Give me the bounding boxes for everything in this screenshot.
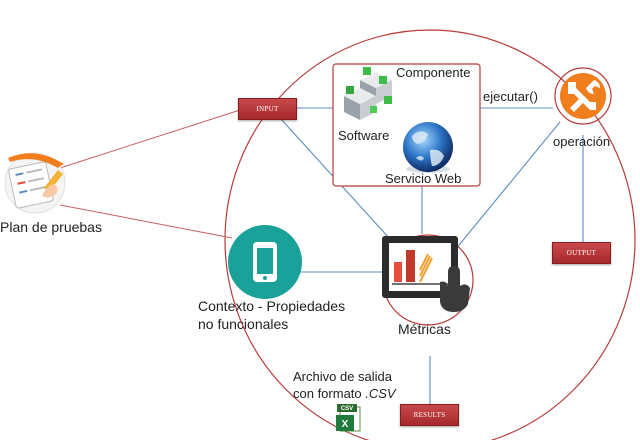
context-label-line2: no funcionales xyxy=(198,316,289,332)
output-file-prefix: con formato xyxy=(293,386,366,401)
component-box xyxy=(332,63,481,187)
chart-monitor-icon xyxy=(382,234,474,326)
execute-label: ejecutar() xyxy=(483,89,538,104)
metrics-label: Métricas xyxy=(398,321,451,337)
smartphone-icon xyxy=(228,225,302,299)
globe-icon xyxy=(403,122,453,173)
system-boundary-circle xyxy=(224,29,636,440)
operation-label: operación xyxy=(553,134,611,149)
cubes-icon xyxy=(344,67,392,120)
results-tag: RESULTS xyxy=(400,404,459,426)
output-tag: OUTPUT xyxy=(552,242,611,264)
plan-to-context-link xyxy=(59,204,233,239)
svg-text:X: X xyxy=(342,419,349,430)
wrench-icon xyxy=(554,67,612,125)
csv-file-icon: X CSV xyxy=(336,404,361,432)
software-label: Software xyxy=(338,128,390,143)
test-plan-label: Plan de pruebas xyxy=(0,219,102,235)
checklist-icon xyxy=(4,152,66,214)
web-service-label: Servicio Web xyxy=(385,171,462,186)
component-label: Componente xyxy=(396,65,471,80)
output-file-label-line1: Archivo de salida xyxy=(293,369,392,384)
context-label-line1: Contexto - Propiedades xyxy=(198,298,346,314)
output-file-label-line2: con formato .CSV xyxy=(293,386,396,402)
output-file-extension: .CSV xyxy=(365,386,396,401)
csv-badge-text: CSV xyxy=(341,406,353,412)
operation-to-metrics-link xyxy=(454,121,561,251)
plan-to-input-link xyxy=(59,109,241,169)
input-tag: INPUT xyxy=(238,98,297,120)
